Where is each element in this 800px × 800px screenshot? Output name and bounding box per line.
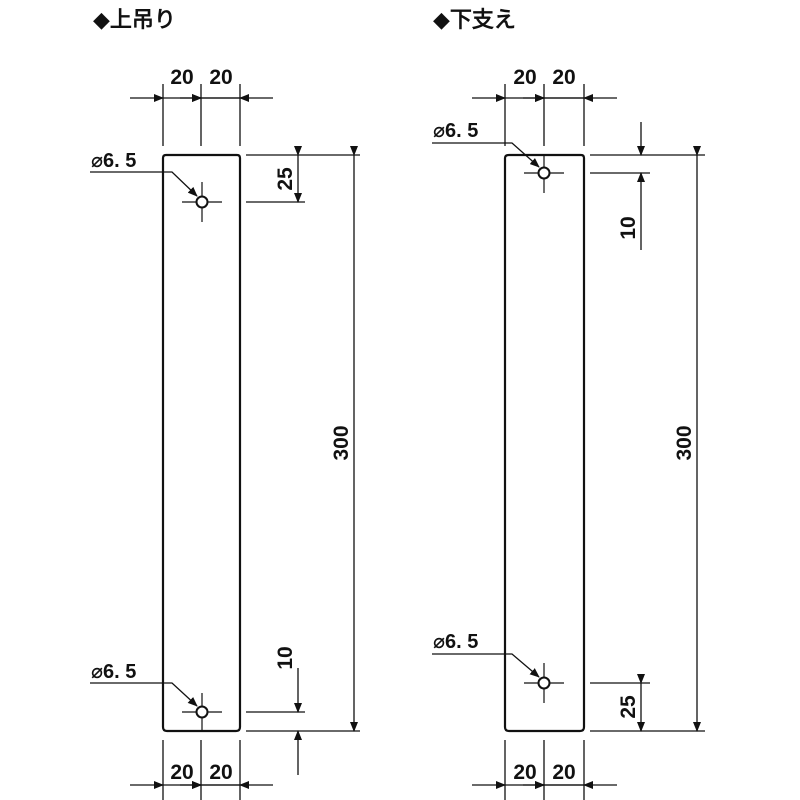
view-title: ◆下支え <box>433 7 516 32</box>
bottom-hole-callout: ⌀6. 5 <box>432 631 540 678</box>
top-offset-dimension: 10 <box>590 122 705 250</box>
width-label: 20 <box>170 66 193 89</box>
height-label: 300 <box>673 425 696 460</box>
bottom-offset-dimension: 25 <box>590 674 705 732</box>
height-label: 300 <box>330 425 353 460</box>
width-label: 20 <box>513 761 536 784</box>
view-upper-hanging: ◆上吊り 20 20 ⌀6 <box>90 7 360 800</box>
bottom-hole <box>524 663 564 703</box>
hole-diameter-label: ⌀6. 5 <box>433 631 478 653</box>
top-offset-label: 25 <box>274 167 297 191</box>
bottom-hole-callout: ⌀6. 5 <box>90 661 198 707</box>
overall-height-dimension: 300 <box>673 146 701 732</box>
bracket-plate <box>503 153 586 733</box>
hole-diameter-label: ⌀6. 5 <box>91 150 136 172</box>
width-label: 20 <box>209 66 232 89</box>
width-label: 20 <box>170 761 193 784</box>
hole-diameter-label: ⌀6. 5 <box>91 661 136 683</box>
overall-height-dimension: 300 <box>330 146 358 732</box>
top-hole <box>524 155 564 193</box>
width-label: 20 <box>552 66 575 89</box>
view-lower-support: ◆下支え 20 20 ⌀6 <box>432 7 705 800</box>
bottom-hole <box>182 693 222 731</box>
bottom-offset-label: 25 <box>617 695 640 719</box>
bracket-plate <box>161 153 242 733</box>
width-label: 20 <box>209 761 232 784</box>
bottom-offset-dimension: 10 <box>246 646 360 775</box>
width-label: 20 <box>552 761 575 784</box>
top-hole <box>182 182 222 222</box>
top-offset-dimension: 25 <box>246 146 360 203</box>
view-title: ◆上吊り <box>93 7 176 32</box>
top-width-dimension: 20 20 <box>130 66 273 146</box>
bottom-offset-label: 10 <box>274 646 297 669</box>
bottom-width-dimension: 20 20 <box>130 740 273 800</box>
hole-diameter-label: ⌀6. 5 <box>433 120 478 142</box>
top-width-dimension: 20 20 <box>472 66 617 146</box>
top-offset-label: 10 <box>617 216 640 239</box>
top-hole-callout: ⌀6. 5 <box>432 120 540 168</box>
bottom-width-dimension: 20 20 <box>472 740 617 800</box>
width-label: 20 <box>513 66 536 89</box>
top-hole-callout: ⌀6. 5 <box>90 150 198 197</box>
